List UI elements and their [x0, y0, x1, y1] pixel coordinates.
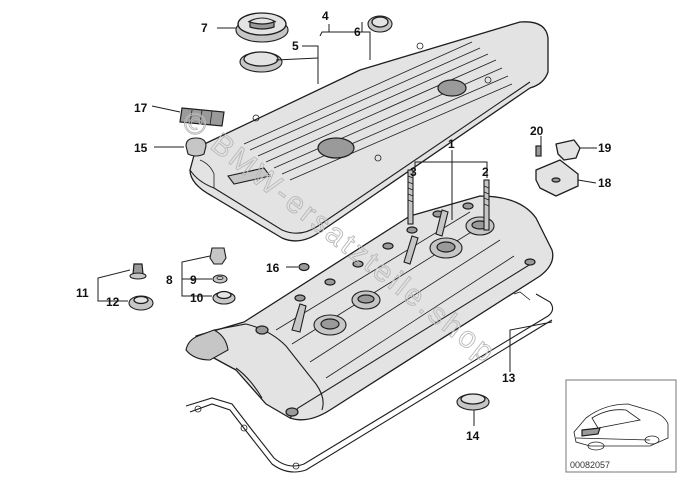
emblem[interactable] [179, 107, 225, 127]
callout-11: 11 [76, 286, 89, 300]
seal-ring[interactable] [456, 393, 490, 411]
callout-13: 13 [502, 371, 516, 385]
cylinder-head-cover[interactable] [185, 195, 554, 421]
cover-gasket[interactable] [185, 291, 554, 473]
screw[interactable] [535, 145, 542, 157]
vehicle-thumbnail: 00082057 [565, 379, 677, 473]
car-illustration [573, 403, 669, 451]
callout-20: 20 [530, 124, 544, 138]
stud-bolt-right[interactable] [483, 179, 490, 231]
cap-seal-ring[interactable] [239, 51, 283, 73]
callout-7: 7 [201, 21, 208, 35]
callout-19: 19 [598, 141, 612, 155]
bolt-assembly[interactable] [129, 263, 147, 280]
diagram-id: 00082057 [570, 460, 610, 470]
callout-3: 3 [410, 165, 417, 179]
callout-15: 15 [134, 141, 148, 155]
callout-16: 16 [266, 261, 280, 275]
hex-bolt[interactable] [209, 247, 227, 265]
rubber-buffer[interactable] [185, 137, 207, 157]
callout-8: 8 [166, 273, 173, 287]
callout-10: 10 [190, 291, 204, 305]
callout-1: 1 [448, 137, 455, 151]
callout-4: 4 [322, 9, 329, 23]
nut[interactable] [298, 262, 310, 272]
callout-numbers: 1 2 3 4 5 6 7 8 9 10 11 12 13 14 15 16 1… [76, 9, 612, 443]
callout-14: 14 [466, 429, 480, 443]
engine-cover[interactable] [189, 21, 549, 242]
cover-grommet[interactable] [367, 15, 393, 33]
callout-18: 18 [598, 176, 612, 190]
leader-lines [97, 22, 597, 426]
callout-6: 6 [354, 25, 361, 39]
rubber-grommet[interactable] [212, 290, 236, 305]
grommet-seal[interactable] [128, 295, 154, 311]
washer[interactable] [212, 274, 228, 284]
cable-clip[interactable] [555, 139, 581, 161]
stud-bolt-left[interactable] [407, 169, 414, 225]
bracket[interactable] [535, 159, 579, 197]
callout-12: 12 [106, 295, 120, 309]
callout-2: 2 [482, 165, 489, 179]
callout-17: 17 [134, 101, 148, 115]
oil-filler-cap[interactable] [235, 12, 289, 43]
callout-5: 5 [292, 39, 299, 53]
callout-9: 9 [190, 273, 197, 287]
